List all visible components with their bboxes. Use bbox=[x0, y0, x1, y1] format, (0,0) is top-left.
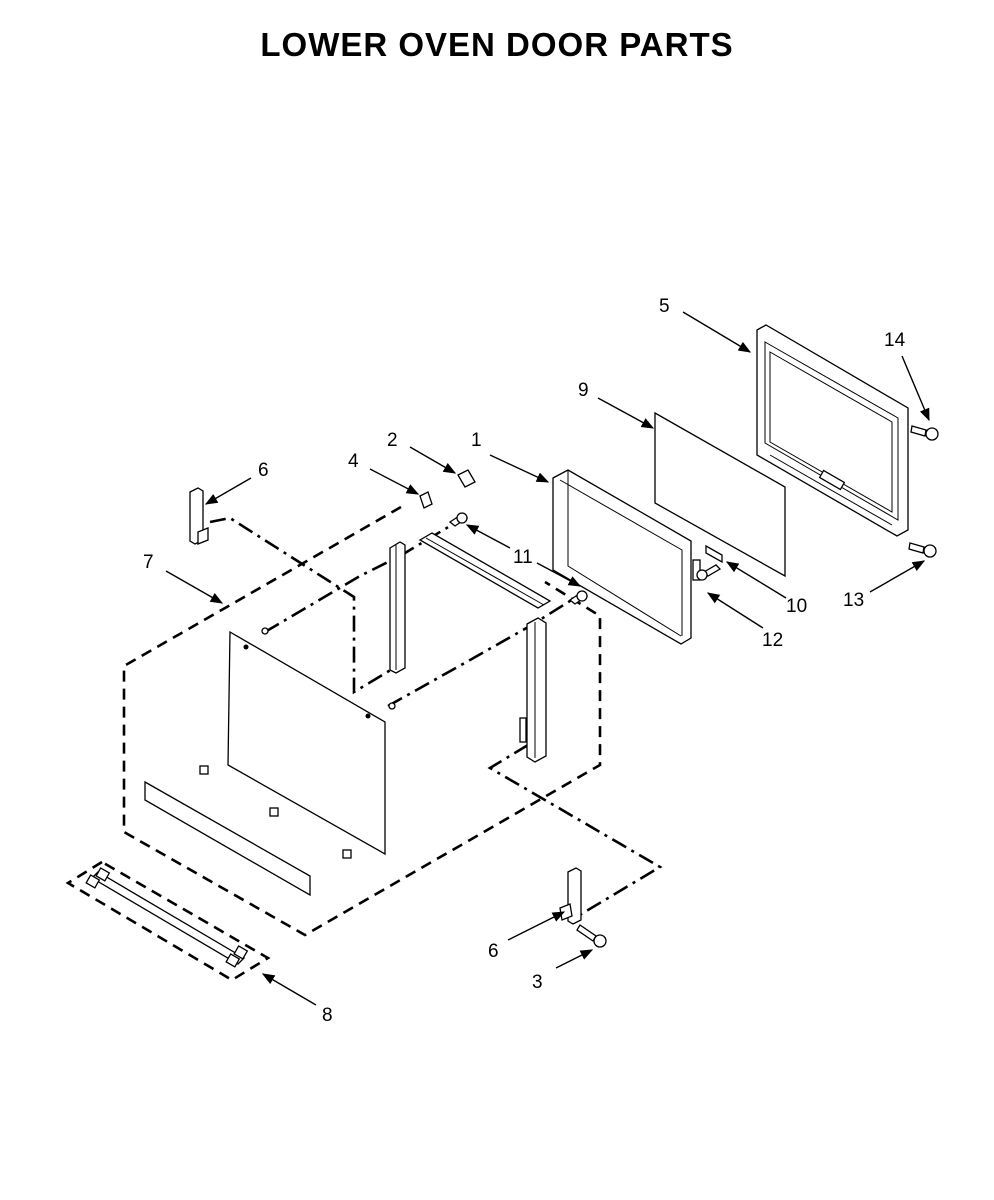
callout-3: 3 bbox=[532, 972, 543, 993]
screw-part-12 bbox=[696, 564, 722, 581]
screw-part-13 bbox=[908, 542, 937, 558]
clip-part-2 bbox=[457, 469, 476, 488]
callout-2: 2 bbox=[387, 430, 398, 451]
leader-12 bbox=[706, 592, 764, 629]
callout-5: 5 bbox=[659, 296, 670, 317]
handle-bracket-part bbox=[85, 867, 249, 968]
right-door-channel bbox=[519, 617, 547, 763]
door-assembly-outline bbox=[122, 505, 602, 937]
leader-10 bbox=[725, 561, 787, 599]
leader-8 bbox=[261, 973, 317, 1006]
screw-part-14 bbox=[910, 425, 939, 441]
handle-bracket-outline bbox=[65, 860, 271, 982]
callout-4: 4 bbox=[348, 451, 359, 472]
inner-glass-pack bbox=[552, 469, 701, 645]
leader-5 bbox=[682, 311, 752, 353]
callout-7: 7 bbox=[143, 552, 154, 573]
hinge-left bbox=[189, 487, 209, 545]
callout-8: 8 bbox=[322, 1005, 333, 1026]
leader-9 bbox=[597, 397, 655, 429]
hinge-screw-upper bbox=[448, 512, 469, 527]
hinge-right bbox=[559, 867, 582, 925]
leader-11-lower bbox=[536, 562, 582, 587]
assembly-line-left-hinge bbox=[209, 516, 395, 695]
assembly-line-bolts-lower bbox=[387, 594, 579, 708]
leader-11-upper bbox=[465, 524, 511, 549]
callout-10: 10 bbox=[786, 596, 807, 617]
glass-screw-lower bbox=[388, 702, 396, 710]
callout-9: 9 bbox=[578, 380, 589, 401]
hinge-screw-part-3 bbox=[576, 924, 607, 948]
leader-14 bbox=[901, 355, 930, 422]
leader-1 bbox=[489, 454, 550, 483]
glass-bracket-part-10 bbox=[705, 544, 723, 564]
leader-3 bbox=[555, 949, 594, 969]
callout-13: 13 bbox=[843, 590, 864, 611]
hinge-screw-lower bbox=[568, 590, 589, 605]
callout-6-bottom: 6 bbox=[488, 941, 499, 962]
callout-14: 14 bbox=[884, 330, 906, 351]
inner-glass-panel bbox=[654, 411, 786, 578]
door-liner-frame bbox=[756, 324, 909, 537]
leader-2 bbox=[409, 446, 457, 474]
callout-6-top: 6 bbox=[258, 460, 269, 481]
glass-screw-upper bbox=[261, 627, 269, 635]
outer-glass-panel bbox=[144, 630, 386, 897]
leader-6-bottom bbox=[507, 911, 566, 941]
diagram-title: LOWER OVEN DOOR PARTS bbox=[260, 26, 734, 63]
assembly-line-right-hinge bbox=[487, 743, 663, 918]
leader-4 bbox=[369, 468, 420, 495]
leader-13 bbox=[869, 560, 926, 593]
callout-12: 12 bbox=[762, 630, 783, 651]
left-door-channel bbox=[389, 541, 406, 674]
leader-6-top bbox=[204, 477, 252, 505]
clip-part-4 bbox=[419, 491, 433, 509]
leader-7 bbox=[165, 570, 224, 604]
callout-1: 1 bbox=[471, 430, 482, 451]
top-door-channel bbox=[418, 532, 552, 609]
callout-11: 11 bbox=[513, 547, 533, 568]
